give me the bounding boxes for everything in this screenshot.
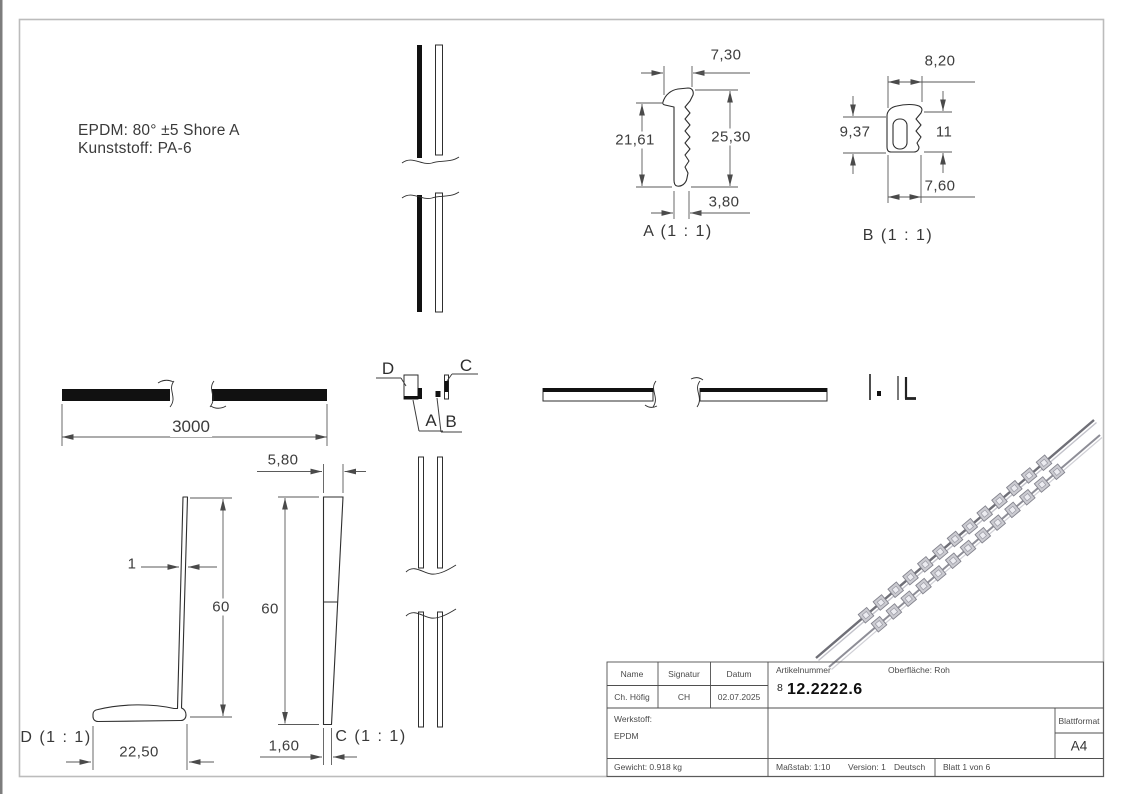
detail-c-view — [257, 464, 366, 765]
iso-clips — [857, 454, 1066, 633]
front-view-right — [542, 377, 828, 408]
material-note-line2: Kunststoff: PA-6 — [78, 139, 192, 157]
tb-value-werkstoff: EPDM — [614, 731, 639, 741]
tb-value-name: Ch. Höfig — [614, 692, 650, 702]
dim-a-right: 25,30 — [709, 128, 753, 146]
label-detail-a: A (1 : 1) — [643, 223, 713, 240]
callout-d: D — [381, 359, 395, 378]
detail-a-view — [636, 66, 750, 219]
front-view-left — [61, 379, 328, 446]
profile-b-slot — [892, 118, 908, 150]
profile-b-shape — [886, 103, 923, 153]
profile-d-shape — [92, 496, 189, 723]
detail-b-view — [843, 76, 975, 203]
profile-c-shape — [322, 496, 344, 726]
label-detail-d: D (1 : 1) — [20, 729, 92, 746]
tb-blatt: Blatt 1 von 6 — [943, 762, 991, 772]
dim-c-top: 5,80 — [267, 451, 299, 469]
dim-b-bottom: 7,60 — [924, 177, 956, 195]
callout-a: A — [425, 411, 437, 430]
dim-c-bottom: 1,60 — [268, 737, 300, 755]
dim-front-length: 3000 — [170, 417, 212, 437]
tb-header-signatur: Signatur — [668, 669, 700, 679]
dim-d-width: 22,50 — [119, 743, 159, 761]
tb-artikel-prefix: 8 — [777, 682, 783, 694]
material-note-line1: EPDM: 80° ±5 Shore A — [78, 122, 240, 139]
tb-label-artikelnummer: Artikelnummer — [776, 665, 831, 675]
tb-artikel-nummer: 12.2222.6 — [787, 681, 863, 698]
dim-a-bottom: 3,80 — [708, 193, 740, 211]
dim-b-left: 9,37 — [837, 123, 873, 141]
tb-label-blattformat: Blattformat — [1058, 716, 1100, 726]
tb-value-blattformat: A4 — [1070, 738, 1088, 754]
dim-b-top: 8,20 — [924, 52, 956, 70]
label-detail-c: C (1 : 1) — [335, 728, 407, 745]
tb-value-datum: 02.07.2025 — [717, 692, 761, 702]
tb-header-name: Name — [620, 669, 644, 679]
dim-c-height: 60 — [259, 600, 281, 618]
side-view-top — [401, 44, 460, 313]
label-detail-b: B (1 : 1) — [862, 227, 934, 244]
dim-d-thickness: 1 — [127, 555, 137, 573]
tb-label-oberflaeche: Oberfläche: Roh — [888, 665, 950, 675]
dim-a-left: 21,61 — [613, 131, 657, 149]
callout-b: B — [445, 412, 457, 431]
profile-a-shape — [662, 87, 694, 187]
tb-version: Version: 1 — [848, 762, 886, 772]
dim-d-height: 60 — [210, 598, 232, 616]
tb-value-signatur: CH — [677, 692, 691, 702]
end-view-small — [869, 374, 916, 400]
tb-label-werkstoff: Werkstoff: — [614, 714, 652, 724]
dim-a-top: 7,30 — [710, 46, 742, 64]
callout-c: C — [459, 356, 473, 375]
tb-gewicht: Gewicht: 0.918 kg — [614, 762, 683, 772]
tb-header-datum: Datum — [726, 669, 752, 679]
dim-b-right: 11 — [933, 123, 955, 141]
iso-3d-view — [815, 419, 1103, 670]
section-callout-view — [376, 373, 478, 433]
material-note: EPDM: 80° ±5 Shore A Kunststoff: PA-6 — [78, 122, 240, 157]
tb-massstab: Maßstab: 1:10 — [776, 762, 831, 772]
side-view-bottom — [405, 456, 457, 728]
title-block-grid — [606, 661, 1104, 777]
tb-sprache: Deutsch — [894, 762, 926, 772]
